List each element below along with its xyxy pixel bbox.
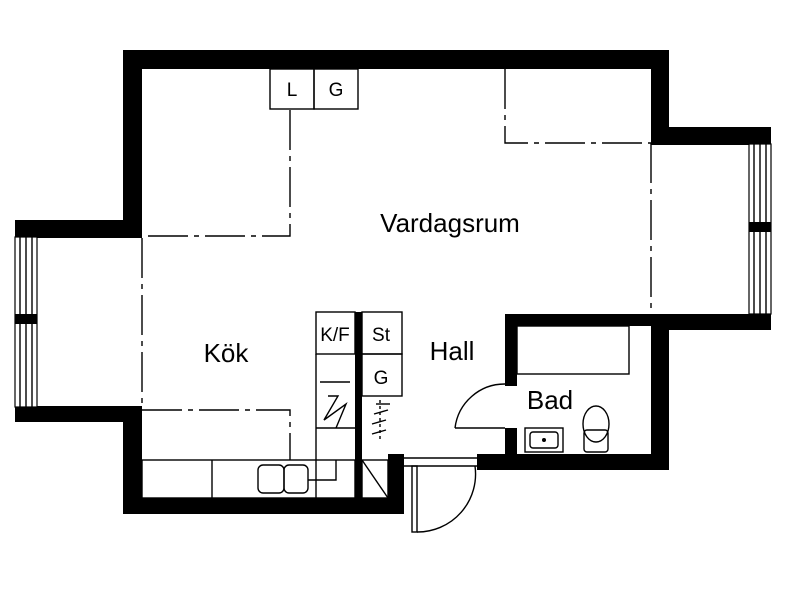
exterior-walls [15, 50, 771, 514]
toilet-icon [582, 405, 610, 453]
washbasin-icon [524, 427, 564, 453]
entrance-door-icon [404, 457, 477, 533]
top-appliances [269, 68, 359, 110]
bathroom-door-icon [454, 383, 506, 429]
right-window [748, 143, 772, 315]
entrance-closet [361, 459, 389, 499]
room-label-bathroom: Bad [527, 385, 573, 415]
kitchen-counter [141, 459, 356, 499]
bathroom-fixtures [516, 325, 630, 375]
fridge-storage-boxes [315, 311, 403, 460]
fridge-freezer-label: K/F [320, 325, 350, 346]
left-window [14, 236, 38, 408]
room-label-hall: Hall [430, 336, 475, 366]
zone-lines [141, 69, 652, 460]
sink-icon [257, 460, 337, 494]
room-label-kitchen: Kök [204, 338, 250, 368]
electric-panel-icon [323, 395, 390, 440]
hall-closet-label: G [374, 368, 389, 389]
appliance-label-g-top: G [329, 80, 344, 101]
room-label-living-room: Vardagsrum [380, 208, 520, 238]
appliance-label-l: L [287, 80, 298, 101]
storage-label: St [372, 325, 391, 346]
